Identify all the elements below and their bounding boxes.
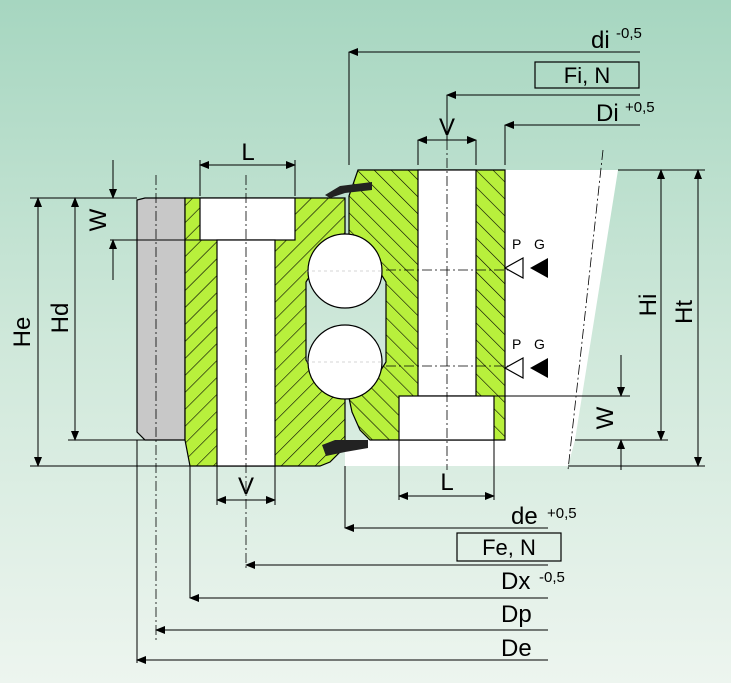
fe-box (456, 532, 562, 562)
fi-box (534, 61, 640, 89)
label-W-left: W (85, 208, 112, 231)
label-P-lower: P (512, 336, 521, 352)
outer-ring-projection (345, 440, 575, 466)
label-Dx: Dx (501, 568, 530, 595)
label-Dx-tolerance: -0,5 (539, 569, 565, 586)
force-arrows-upper (503, 256, 548, 280)
center-lines (155, 140, 604, 640)
label-L-top: L (241, 139, 254, 166)
label-He: He (9, 317, 36, 348)
outer-ring-grey-section (136, 197, 186, 441)
label-Hd: Hd (47, 303, 74, 334)
label-L-bottom: L (440, 469, 453, 496)
label-Dp: Dp (501, 601, 532, 628)
inner-bolt-counterbore (398, 395, 495, 441)
label-de: de (511, 503, 538, 530)
label-Di-tolerance: +0,5 (625, 99, 655, 116)
label-di: di (591, 27, 610, 54)
ball-upper (306, 233, 384, 309)
label-De: De (501, 635, 532, 662)
label-V-top: V (439, 114, 455, 141)
label-fi: Fi, N (564, 63, 610, 88)
label-W-right: W (592, 406, 619, 429)
label-P-upper: P (512, 236, 521, 252)
label-di-tolerance: -0,5 (616, 25, 642, 42)
label-G-lower: G (534, 336, 545, 352)
seal-top (325, 182, 372, 198)
inner-ring-projection (505, 170, 618, 440)
label-Ht: Ht (671, 300, 698, 324)
label-V-bottom: V (238, 473, 254, 500)
label-fe: Fe, N (482, 535, 536, 560)
label-de-tolerance: +0,5 (547, 505, 577, 522)
seal-bottom (322, 440, 368, 456)
label-Hi: Hi (635, 294, 662, 317)
label-Di: Di (596, 100, 619, 127)
outer-bolt-counterbore (199, 197, 296, 241)
force-arrows-lower (503, 356, 548, 380)
label-G-upper: G (534, 236, 545, 252)
ball-lower (306, 324, 384, 400)
